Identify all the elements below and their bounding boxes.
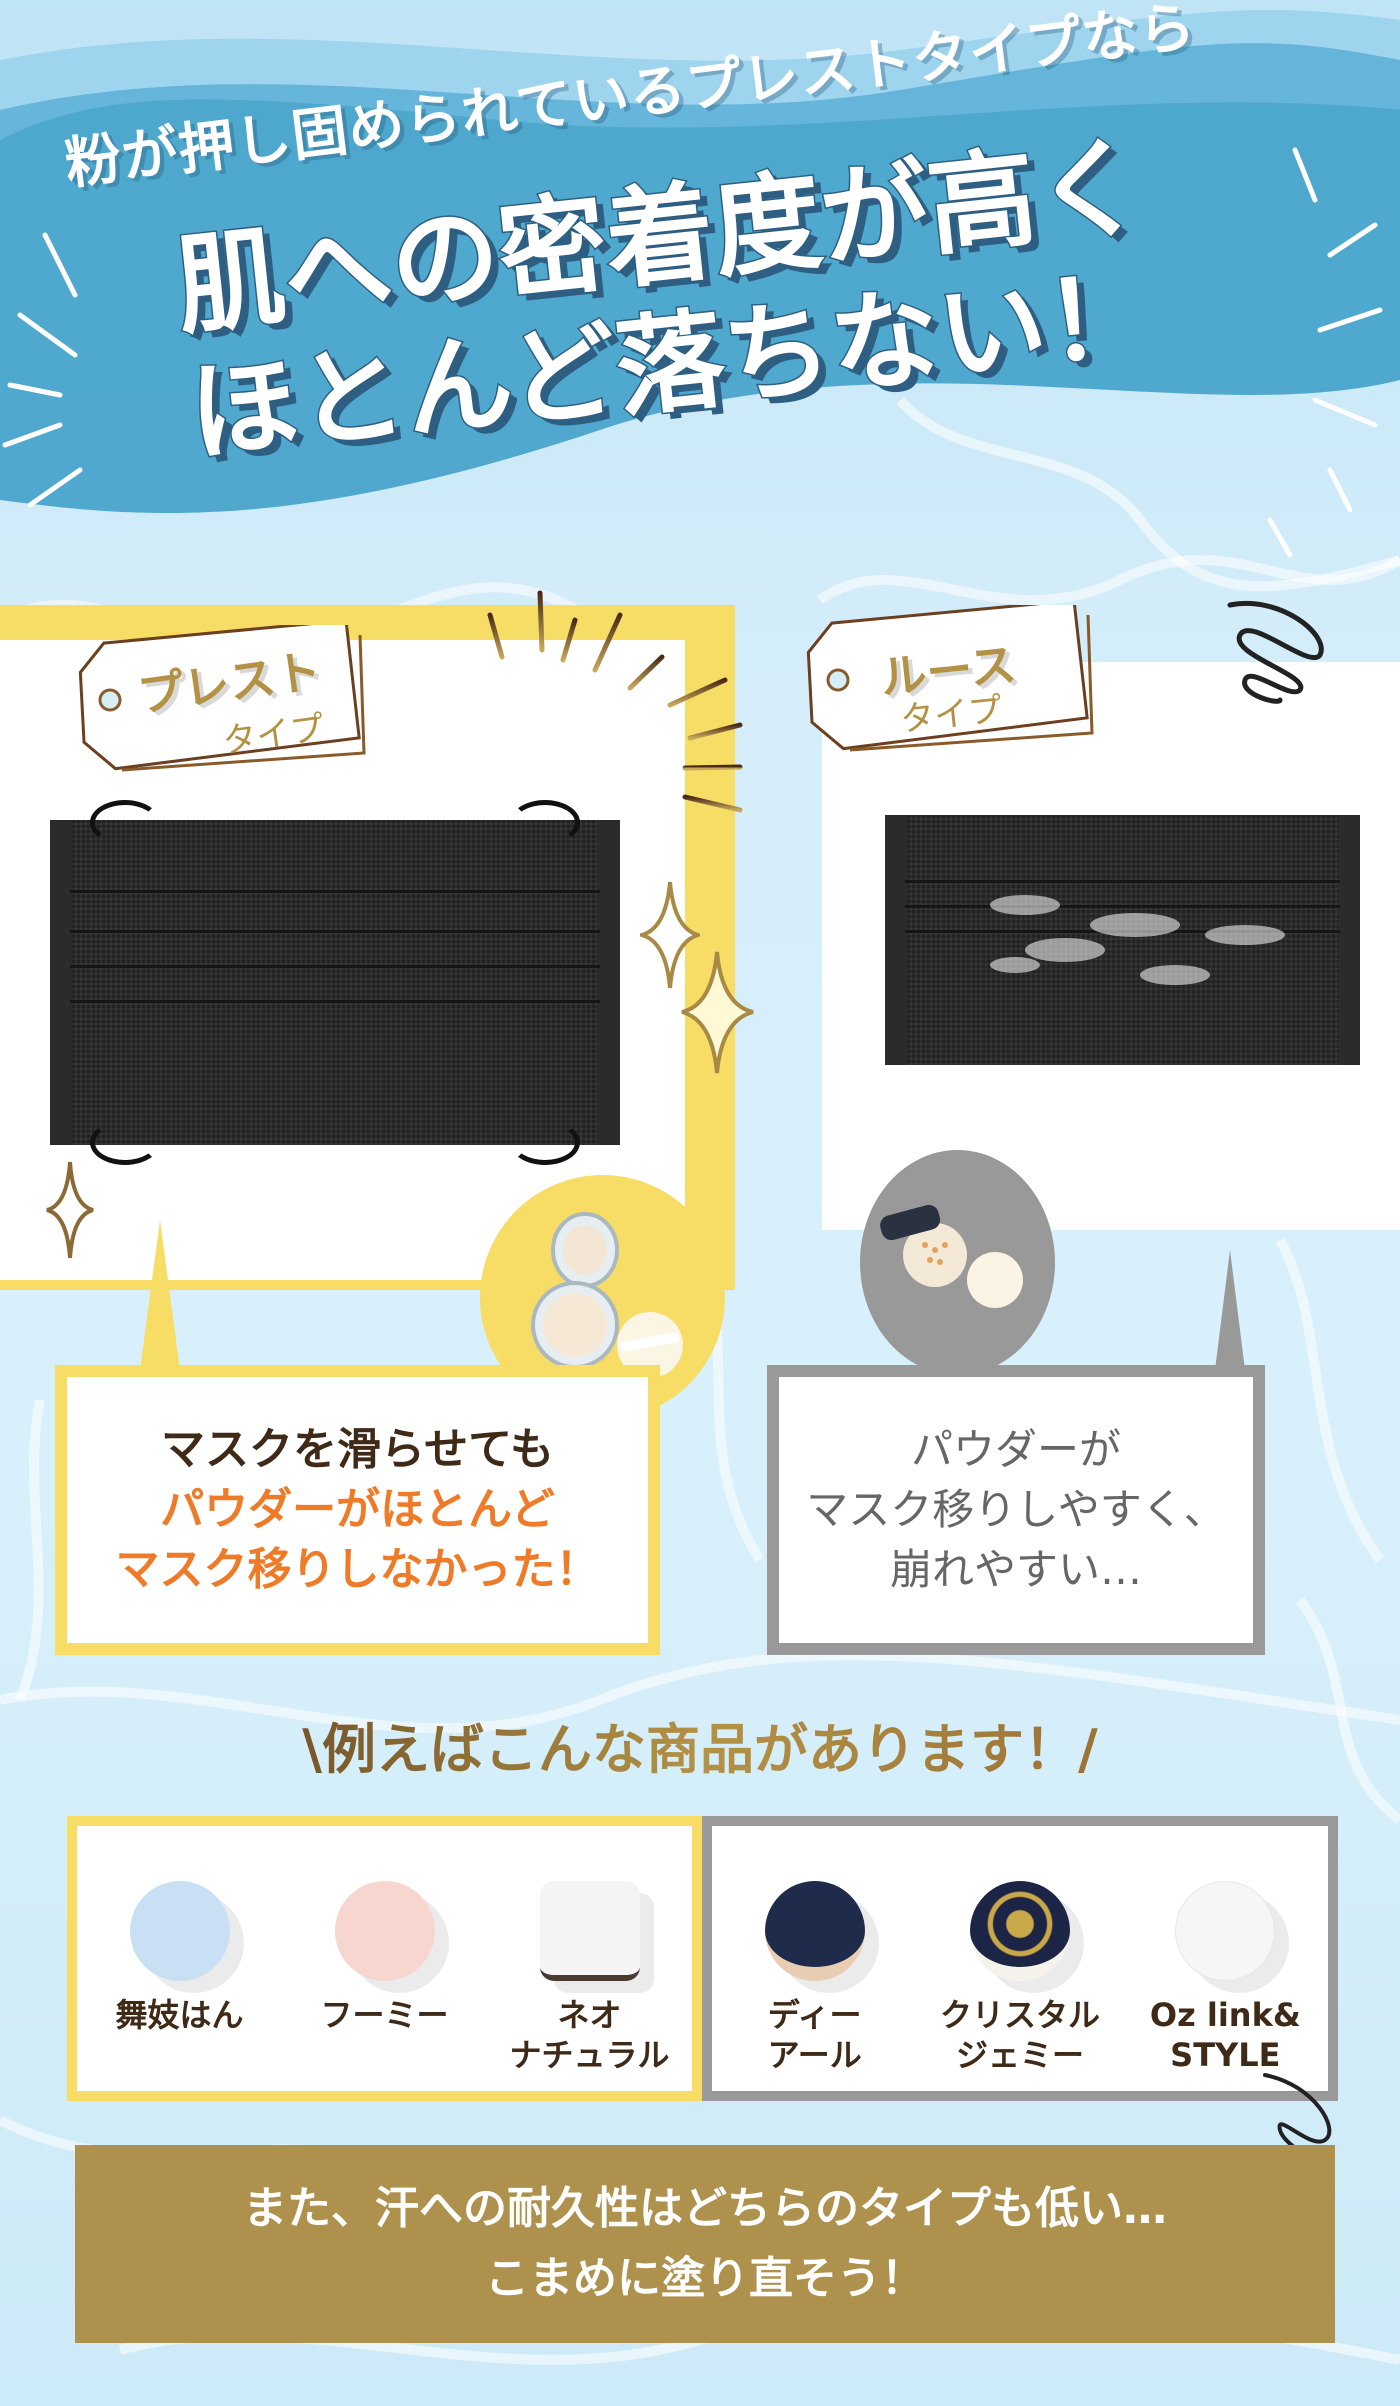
pressed-result-line1: マスクを滑らせても (161, 1424, 554, 1475)
sparkle-icon (681, 951, 754, 1074)
product-item[interactable]: フーミー (290, 1881, 480, 2035)
note-line2: こまめに塗り直そう！ (485, 2253, 925, 2304)
product-image (764, 1881, 865, 1981)
sweat-durability-note: また、汗への耐久性はどちらのタイプも低い… こまめに塗り直そう！ (75, 2145, 1335, 2343)
product-item[interactable]: ディー アール (720, 1881, 910, 2075)
product-name: クリスタル ジェミー (939, 1996, 1100, 2074)
pressed-result-bubble: マスクを滑らせても パウダーがほとんど マスク移りしなかった！ (55, 1365, 660, 1655)
note-line1: また、汗への耐久性はどちらのタイプも低い… (243, 2183, 1167, 2234)
pressed-result-line3: マスク移りしなかった！ (115, 1544, 600, 1595)
bubble-tail-loose (1215, 1250, 1245, 1370)
loose-powder-jar-icon (880, 1204, 1023, 1308)
pressed-mask-image (50, 800, 620, 1165)
product-item[interactable]: ネオ ナチュラル (495, 1881, 685, 2075)
loose-powder-circle (860, 1150, 1055, 1375)
loose-result-line1: パウダーが (910, 1425, 1121, 1474)
product-image (969, 1881, 1070, 1981)
product-item[interactable]: 舞妓はん (85, 1881, 275, 2035)
loose-result-line2: マスク移りしやすく、 (806, 1485, 1226, 1534)
pressed-products-box: 舞妓はん フーミー ネオ ナチュラル (67, 1816, 702, 2101)
scribble-icon (1227, 601, 1324, 704)
loose-mask-image (885, 815, 1360, 1065)
tag-shape-icon (78, 618, 366, 772)
header-banner (0, 10, 1400, 558)
product-item[interactable]: クリスタル ジェミー (925, 1881, 1115, 2075)
pressed-tag: プレスト タイプ (72, 618, 372, 775)
tag-shape-icon (806, 598, 1094, 752)
loose-result-bubble: パウダーが マスク移りしやすく、 崩れやすい… (767, 1365, 1265, 1655)
burst-lines-icon (487, 590, 743, 813)
product-name: 舞妓はん (115, 1996, 244, 2034)
product-item[interactable]: Oz link& STYLE (1130, 1881, 1320, 2075)
examples-title: \例えばこんな商品があります！/ (0, 1705, 1400, 1784)
product-name: Oz link& STYLE (1149, 1996, 1301, 2074)
product-image (1175, 1881, 1276, 1981)
product-name: ネオ ナチュラル (509, 1996, 670, 2074)
powder-residue (990, 895, 1285, 985)
product-image (539, 1881, 640, 1981)
pressed-result-line2: パウダーがほとんど (160, 1484, 555, 1535)
product-image (334, 1881, 435, 1981)
sparkle-icon (640, 881, 700, 989)
product-name: ディー アール (767, 1996, 862, 2074)
loose-tag: ルース タイプ (800, 598, 1100, 755)
loose-result-line3: 崩れやすい… (889, 1545, 1142, 1594)
product-name: フーミー (320, 1996, 449, 2034)
loose-products-box: ディー アール クリスタル ジェミー Oz link& STYLE (702, 1816, 1338, 2101)
product-image (129, 1881, 230, 1981)
sparkle-icon (46, 1161, 94, 1259)
bubble-tail-pressed (140, 1220, 180, 1370)
compact-powder-icon (531, 1212, 683, 1378)
